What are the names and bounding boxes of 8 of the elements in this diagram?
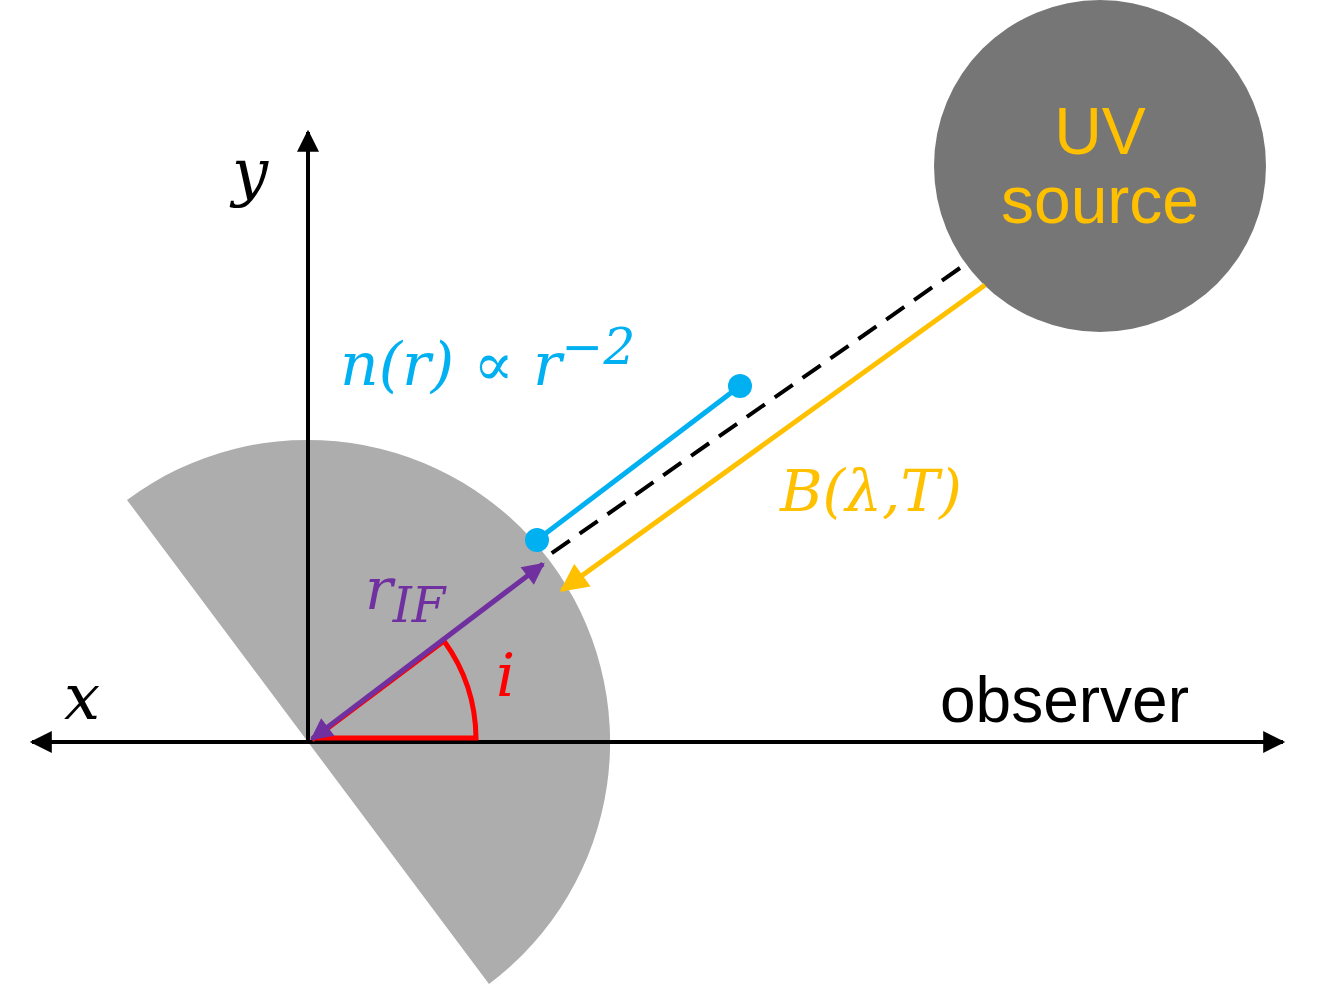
edge-label: B(λ,T): [780, 462, 962, 520]
axis-label: x: [64, 665, 101, 729]
observer-label: observer: [940, 668, 1189, 732]
node-label: UV source: [999, 96, 1201, 236]
arrow: [559, 282, 987, 593]
angle-label: i: [496, 645, 516, 705]
radius-label: r$_{IF}$: [365, 560, 446, 629]
formula-label: n(r) ∝ r$^{−2}$: [340, 322, 636, 394]
